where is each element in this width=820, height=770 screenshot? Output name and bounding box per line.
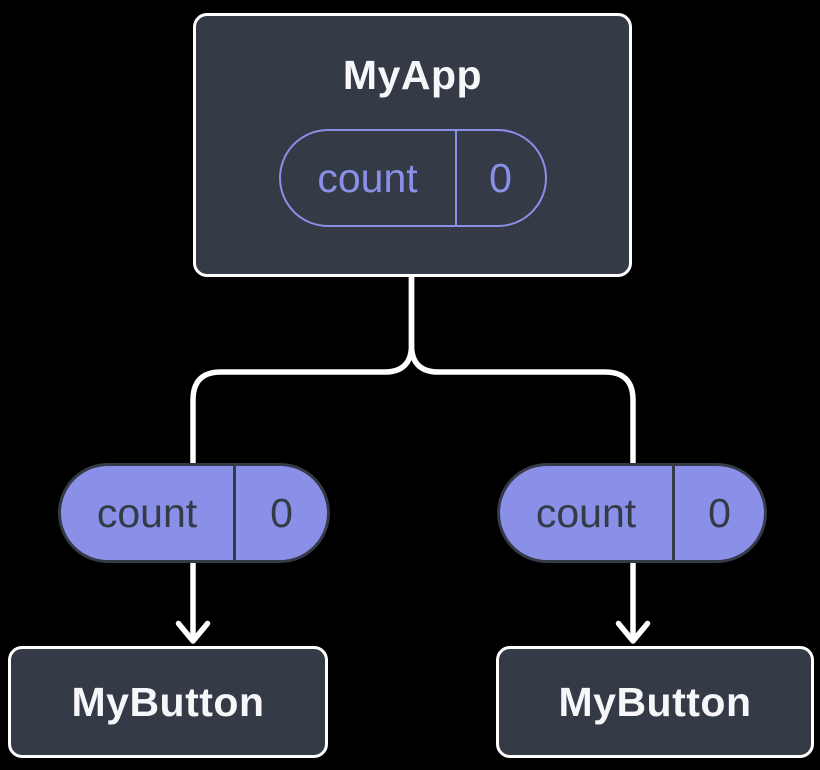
prop-pill-right: count 0 [497,463,767,563]
left-arrowhead-icon [175,620,211,644]
button-card-left: MyButton [8,646,328,758]
button-card-right: MyButton [496,646,814,758]
fork-branch-right [408,269,636,642]
button-card-left-title: MyButton [71,678,265,725]
right-arrowhead-icon [615,620,651,644]
app-card: MyApp count 0 [193,13,632,277]
app-card-title: MyApp [342,52,483,98]
prop-pill-left: count 0 [58,463,330,563]
prop-pill-left-value: 0 [270,489,293,536]
button-card-right-title: MyButton [558,678,752,725]
prop-pill-right-name: count [500,466,675,560]
prop-pill-left-name: count [61,466,236,560]
fork-branch-left [190,269,415,642]
state-pill-value: 0 [489,154,512,201]
state-pill: count 0 [278,129,547,227]
state-pill-name: count [281,131,457,225]
prop-pill-right-value: 0 [708,489,731,536]
